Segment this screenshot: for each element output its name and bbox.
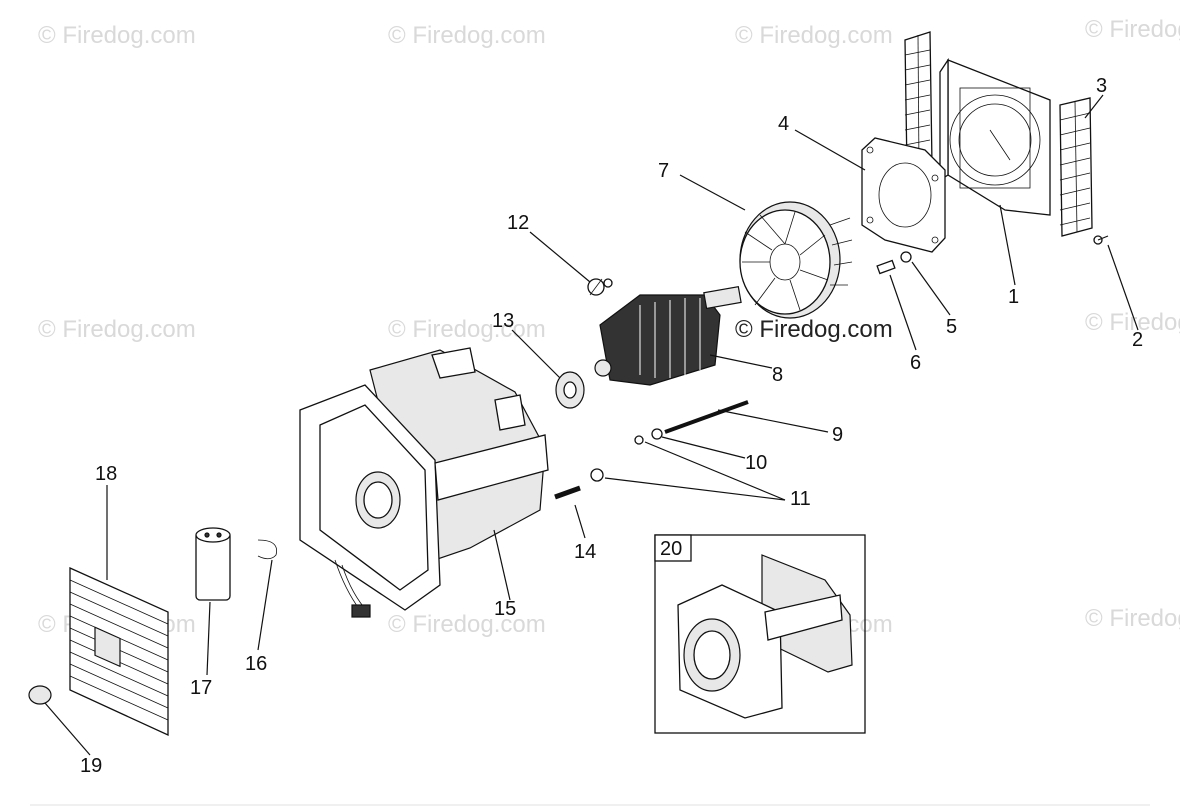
part-2-screw bbox=[1093, 235, 1109, 245]
part-13-bearing bbox=[555, 371, 585, 409]
callout-8: 8 bbox=[772, 364, 783, 386]
part-6-bolt bbox=[876, 259, 896, 275]
callout-12: 12 bbox=[507, 212, 529, 234]
callout-13: 13 bbox=[492, 310, 514, 332]
watermark-text: © Firedog.com bbox=[735, 22, 893, 49]
watermark-text: © Firedog.com bbox=[38, 22, 196, 49]
part-14-stud bbox=[554, 485, 581, 500]
callout-11: 11 bbox=[790, 488, 811, 510]
callout-9: 9 bbox=[832, 424, 843, 446]
callout-16: 16 bbox=[245, 653, 267, 675]
watermark-text: © Firedog.com bbox=[388, 22, 546, 49]
watermark-text: © Firedog.com bbox=[1085, 605, 1180, 632]
part-15-stator-housing bbox=[299, 347, 549, 618]
callout-3: 3 bbox=[1096, 75, 1107, 97]
callout-5: 5 bbox=[946, 316, 957, 338]
watermark-text: © Firedog.com bbox=[388, 611, 546, 638]
part-9-bolt bbox=[664, 400, 749, 434]
grille-strip bbox=[904, 31, 933, 171]
callout-17: 17 bbox=[190, 677, 212, 699]
callout-2: 2 bbox=[1132, 329, 1143, 351]
center-watermark-text: © Firedog.com bbox=[735, 316, 893, 343]
callout-18: 18 bbox=[95, 463, 117, 485]
callout-15: 15 bbox=[494, 598, 516, 620]
part-1-end-cover bbox=[939, 57, 1051, 216]
part-17-capacitor bbox=[195, 527, 231, 601]
callout-6: 6 bbox=[910, 352, 921, 374]
callout-7: 7 bbox=[658, 160, 669, 182]
part-19-knob bbox=[28, 685, 52, 705]
part-7-fan bbox=[739, 201, 853, 319]
callout-10: 10 bbox=[745, 452, 767, 474]
watermark-text: © Firedog.com bbox=[1085, 16, 1180, 43]
leader-lines bbox=[44, 94, 1139, 756]
callout-14: 14 bbox=[574, 541, 596, 563]
callout-19: 19 bbox=[80, 755, 102, 777]
part-10-washer bbox=[651, 428, 663, 440]
inset-label: 20 bbox=[660, 538, 682, 560]
watermark-text: © Firedog.com bbox=[38, 316, 196, 343]
part-4-plate bbox=[861, 137, 946, 253]
watermark-text: © Firedog.com bbox=[388, 316, 546, 343]
part-3-grille bbox=[1059, 97, 1093, 237]
inset-box-part-20: 20 bbox=[654, 534, 866, 734]
callout-1: 1 bbox=[1008, 286, 1019, 308]
part-5-washer bbox=[900, 251, 912, 263]
part-11-nuts bbox=[590, 435, 644, 482]
part-12-fitting bbox=[587, 278, 613, 296]
callout-labels: 1 2 3 4 5 6 7 8 9 10 11 12 13 14 15 16 1… bbox=[80, 75, 1143, 777]
part-8-rotor bbox=[594, 285, 742, 386]
part-16-clip bbox=[257, 539, 277, 560]
callout-4: 4 bbox=[778, 113, 789, 135]
part-18-grille bbox=[69, 566, 169, 737]
